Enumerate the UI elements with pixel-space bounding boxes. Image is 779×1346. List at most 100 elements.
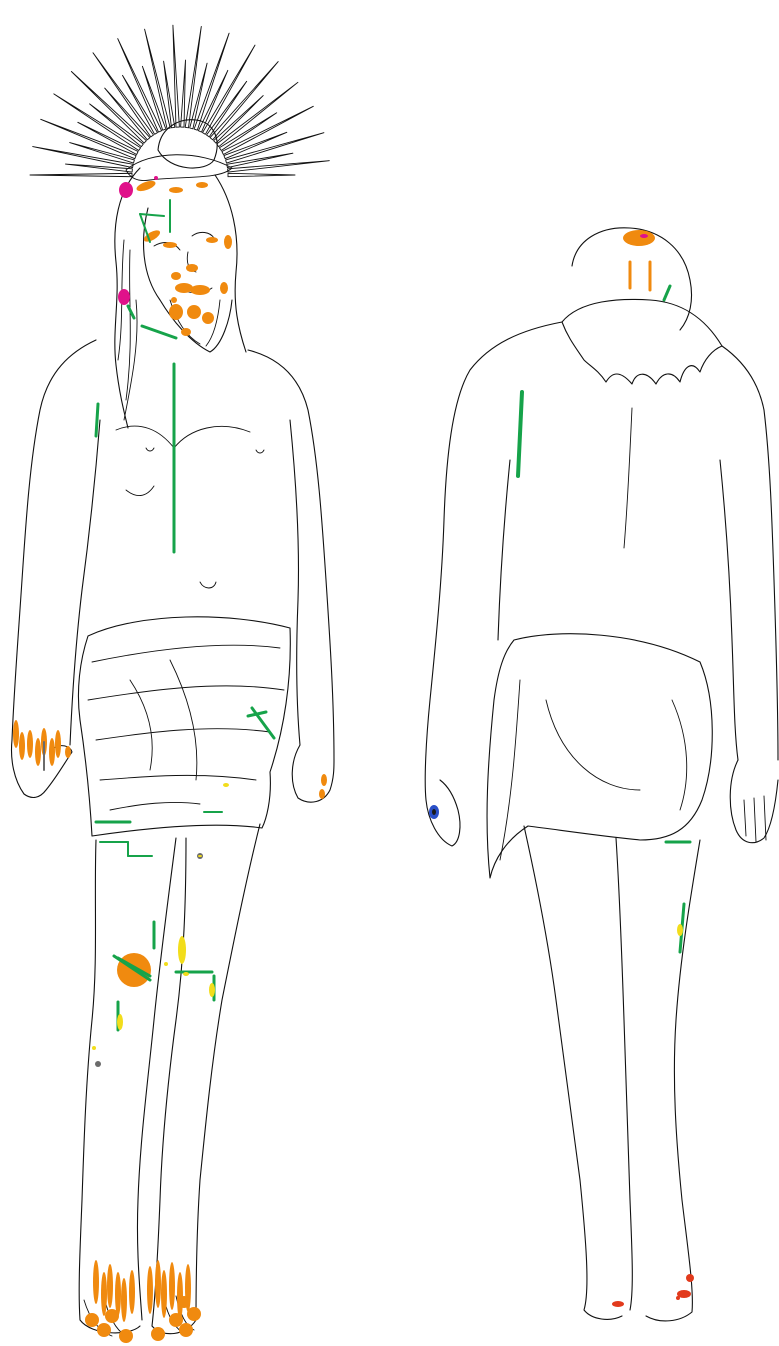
- damage-mark: [95, 1061, 101, 1067]
- damage-line: [664, 286, 670, 300]
- damage-mark: [163, 242, 177, 248]
- damage-line: [128, 306, 134, 318]
- damage-mark: [93, 1260, 99, 1304]
- damage-mark: [178, 1296, 190, 1308]
- damage-mark: [623, 230, 655, 246]
- front-eyes: [154, 232, 214, 250]
- damage-mark: [175, 283, 193, 293]
- damage-mark: [55, 730, 61, 758]
- damage-mark: [187, 1307, 201, 1321]
- damage-mark: [187, 305, 201, 319]
- damage-mark: [202, 312, 214, 324]
- damage-mark: [19, 732, 25, 760]
- front-right-hand: [292, 745, 334, 802]
- damage-mark: [161, 1270, 167, 1318]
- damage-mark: [612, 1301, 624, 1307]
- front-inner-right-arm: [290, 420, 300, 745]
- damage-mark: [206, 237, 218, 243]
- damage-mark: [677, 924, 683, 936]
- damage-mark: [154, 176, 158, 180]
- damage-mark: [183, 972, 189, 976]
- front-left-leg: [79, 840, 140, 1333]
- damage-mark: [119, 182, 133, 198]
- damage-mark: [129, 1270, 135, 1314]
- back-inner-left-arm: [498, 460, 510, 640]
- damage-mark: [186, 264, 198, 272]
- halo-ray: [210, 62, 278, 140]
- damage-mark: [85, 1313, 99, 1327]
- damage-mark: [97, 1323, 111, 1337]
- halo-ray: [173, 25, 180, 127]
- back-shoulders: [425, 322, 562, 800]
- damage-line: [518, 392, 522, 476]
- damage-mark: [151, 1327, 165, 1341]
- damage-mark: [119, 1329, 133, 1343]
- halo-ray: [228, 173, 295, 176]
- damage-mark: [101, 1272, 107, 1316]
- damage-mark: [319, 789, 325, 799]
- halo-ray: [185, 27, 201, 128]
- back-view: [425, 228, 778, 1321]
- damage-mark: [118, 289, 130, 305]
- front-chest-nipples: [146, 448, 264, 453]
- back-inner-leg: [616, 838, 632, 1310]
- damage-mark: [35, 738, 41, 766]
- damage-mark: [49, 738, 55, 766]
- damage-mark: [121, 1278, 127, 1322]
- damage-mark: [169, 304, 183, 320]
- damage-mark: [171, 297, 177, 303]
- back-spine: [624, 408, 632, 548]
- halo-ray: [71, 72, 146, 144]
- damage-mark: [181, 328, 191, 336]
- back-inner-right-arm: [720, 460, 738, 760]
- damage-mark: [177, 1272, 183, 1320]
- damage-mark: [223, 783, 229, 787]
- damage-mark: [117, 1014, 123, 1030]
- damage-mark: [209, 983, 215, 997]
- back-left-leg: [524, 826, 622, 1319]
- damage-mark: [155, 1260, 161, 1308]
- damage-mark: [65, 746, 71, 758]
- damage-mark: [676, 1296, 680, 1300]
- front-torso-left: [12, 340, 96, 740]
- front-inner-leg-left: [137, 838, 176, 1320]
- back-hair: [562, 299, 722, 384]
- front-hair-right: [215, 175, 246, 352]
- front-torso-right: [248, 350, 334, 760]
- front-loincloth-folds: [88, 645, 284, 810]
- damage-mark: [105, 1309, 119, 1323]
- damage-mark: [169, 1262, 175, 1310]
- damage-mark: [179, 1323, 193, 1337]
- damage-mark: [135, 179, 157, 193]
- damage-mark: [321, 774, 327, 786]
- damage-line: [96, 404, 98, 436]
- damage-mark: [164, 962, 168, 966]
- halo-ray: [30, 173, 132, 176]
- damage-mark: [198, 855, 202, 857]
- damage-line: [140, 214, 164, 216]
- front-hair-strands: [118, 240, 137, 420]
- damage-mark: [196, 182, 208, 188]
- back-shoulder-right: [722, 346, 778, 760]
- front-chest: [116, 426, 250, 588]
- front-inner-left-arm: [70, 420, 100, 745]
- damage-line: [248, 712, 266, 716]
- damage-mark: [432, 809, 436, 815]
- damage-mark: [147, 1266, 153, 1314]
- front-inner-leg-right: [152, 838, 186, 1326]
- damage-mark: [640, 234, 648, 238]
- back-right-fingers: [744, 796, 766, 842]
- damage-mark: [190, 285, 210, 295]
- damage-mark: [27, 730, 33, 758]
- damage-mark: [686, 1274, 694, 1282]
- damage-mark: [13, 720, 19, 748]
- damage-mark: [224, 235, 232, 249]
- halo-rays: [30, 25, 329, 177]
- damage-mark: [169, 1313, 183, 1327]
- front-view: [12, 25, 335, 1336]
- damage-line: [142, 326, 176, 338]
- damage-mark: [178, 936, 186, 964]
- back-right-leg: [646, 840, 700, 1321]
- damage-mark: [169, 187, 183, 193]
- back-loincloth-folds: [500, 680, 687, 860]
